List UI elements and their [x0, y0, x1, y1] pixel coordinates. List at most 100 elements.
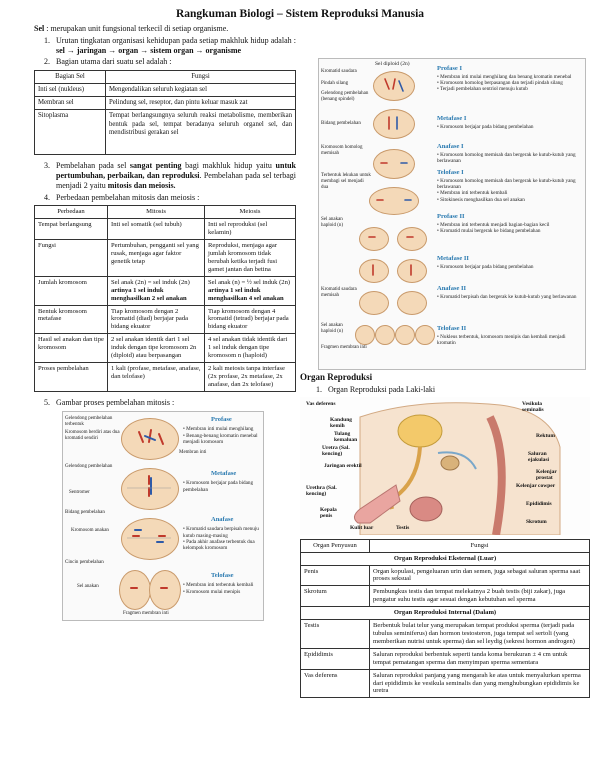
table-header: Fungsi	[369, 538, 590, 553]
table-row: Inti sel (nukleus) Mengendalikan seluruh…	[34, 83, 296, 98]
meiosis-cell-metaphase2-a	[359, 259, 389, 283]
table-cell: 2 kali meiosis tanpa interfase (2x profa…	[204, 361, 296, 392]
mitosis-phase-title: Anafase	[211, 516, 234, 524]
table-cell: Inti sel (nukleus)	[34, 83, 106, 98]
table-cell: Jumlah kromosom	[34, 275, 108, 306]
meiosis-cell-telophase1	[369, 187, 419, 215]
meiosis-phase-desc: • Nukleus terbentuk, kromosom menipis da…	[437, 334, 566, 347]
list-bold-text: untuk pertumbuhan, perbaikan, dan reprod…	[56, 161, 297, 181]
organ-label: Kepala penis	[320, 506, 337, 519]
mitosis-label: Cincin pembelahan	[65, 560, 104, 566]
meiosis-figure: Sel diploid (2n) Kromatid saudara Pindah…	[318, 58, 586, 370]
organ-label: Saluran ejakulasi	[528, 450, 550, 463]
organ-table: Organ Penyusun Fungsi Organ Reproduksi E…	[300, 538, 590, 699]
list-item: 1. Organ Reproduksi pada Laki-laki	[316, 385, 590, 395]
list-text: . Pembelahan pada sel terbagi menjadi 2 …	[56, 171, 297, 190]
table-header: Organ Penyusun	[300, 538, 370, 553]
meiosis-cell-telophase2-b	[375, 325, 395, 345]
meiosis-phase-title: Metafase II	[437, 255, 469, 262]
intro-text: : merupakan unit fungsional terkecil di …	[46, 24, 229, 33]
meiosis-phase-title: Telofase I	[437, 169, 464, 176]
list-text: bagi makhluk hidup yaitu	[185, 161, 272, 171]
table-cell: Pertumbuhan, pengganti sel yang rusak, m…	[107, 239, 205, 277]
meiosis-label: Pindah silang	[321, 81, 349, 86]
list-item: 5. Gambar proses pembelahan mitosis :	[44, 398, 296, 408]
mitosis-label: Membran inti	[179, 450, 207, 456]
table-cell: Inti sel reproduksi (sel kelamin)	[204, 218, 296, 241]
list-text: Organ Reproduksi pada Laki-laki	[328, 384, 436, 394]
table-cell: Tempat berlangsungnya seluruh reaksi met…	[105, 109, 296, 156]
meiosis-cell-telophase2-c	[395, 325, 415, 345]
meiosis-phase-desc: • Kromatid berpisah dan bergerak ke kutu…	[437, 294, 577, 300]
table-cell: Epididimis	[300, 647, 370, 670]
list-text: Urutan tingkatan organisasi kehidupan pa…	[56, 35, 296, 45]
mitosis-phase-desc: • Kromatid saudara berpisah menuju kutub…	[183, 526, 259, 552]
list-text: Perbedaan pembelahan mitosis dan meiosis…	[56, 192, 200, 202]
mitosis-phase-desc: • Membran inti mulai menghilang • Benang…	[183, 426, 258, 445]
reproductive-illustration	[354, 401, 561, 535]
table-row: Fungsi Pertumbuhan, pengganti sel yang r…	[34, 239, 296, 277]
table-cell: Sitoplasma	[34, 109, 106, 156]
list-text: Bagian utama dari suatu sel adalah :	[56, 57, 172, 67]
organ-label: Vesikula seminalis	[522, 400, 544, 413]
meiosis-label: Terbentuk lekukan untuk membagi sel menj…	[321, 173, 371, 190]
table-cell: 2 sel anakan identik dari 1 sel induk de…	[107, 333, 205, 363]
cell-parts-table: Bagian Sel Fungsi Inti sel (nukleus) Men…	[34, 69, 296, 156]
mitosis-label: Sel anakan	[77, 584, 99, 590]
list-number: 4.	[44, 192, 50, 202]
table-cell: Reproduksi, menjaga agar jumlah kromosom…	[204, 239, 296, 277]
mitosis-phase-desc: • Membran inti terbentuk kembali • Kromo…	[183, 582, 254, 595]
meiosis-phase-title: Anafase I	[437, 143, 464, 150]
organ-label: Vas deferens	[306, 400, 336, 407]
list-item: 1. Urutan tingkatan organisasi kehidupan…	[44, 36, 296, 56]
meiosis-phase-desc: • Membran inti mulai menghilang dan bena…	[437, 74, 572, 93]
table-header: Perbedaan	[34, 205, 108, 220]
cell-bold-text: artinya 1 sel induk menghasilkan 2 sel a…	[111, 286, 187, 302]
table-row: Proses pembelahan 1 kali (profase, metaf…	[34, 361, 296, 392]
table-row: Tempat berlangsung Inti sel somatik (sel…	[34, 218, 296, 241]
table-row: Epididimis Saluran reproduksi berbentuk …	[300, 647, 590, 670]
table-cell: Saluran reproduksi berbentuk seperti tan…	[369, 647, 590, 670]
table-header: Bagian Sel	[34, 69, 106, 85]
mitosis-phase-title: Metafase	[211, 470, 237, 478]
mitosis-figure: Gelendong pembelahan terbentuk Kromosom …	[62, 411, 264, 622]
table-cell: Tiap kromosom dengan 2 kromatid (diad) b…	[107, 304, 205, 335]
page-title: Rangkuman Biologi – Sistem Reproduksi Ma…	[175, 8, 425, 20]
table-row: Bentuk kromosom metafase Tiap kromosom d…	[34, 304, 296, 335]
organ-label: Kelenjar prostat	[536, 468, 557, 481]
meiosis-label: Kromatid saudara memisah	[321, 287, 357, 298]
table-header: Fungsi	[105, 69, 296, 85]
meiosis-top-label: Sel diploid (2n)	[375, 61, 410, 67]
table-cell: Organ kopulasi, pengeluaran urin dan sem…	[369, 564, 590, 587]
list-number: 1.	[44, 35, 50, 45]
meiosis-phase-desc: • Membran inti terbentuk menjadi bagian-…	[437, 222, 550, 235]
table-cell: Skrotum	[300, 585, 370, 608]
intro-paragraph: Sel : merupakan unit fungsional terkecil…	[34, 24, 296, 34]
organ-section: Organ Reproduksi 1. Organ Reproduksi pad…	[300, 370, 590, 699]
organ-label: Jaringan erektil	[324, 462, 362, 469]
list-number: 3.	[44, 161, 50, 171]
list-number: 5.	[44, 397, 50, 407]
mitosis-label: Gelendong pembelahan	[65, 464, 113, 470]
cell-text: Sel anak (n) = ½ sel induk (2n)	[208, 278, 291, 286]
table-cell: Membran sel	[34, 96, 106, 111]
mitosis-cell-telophase-b	[149, 570, 181, 611]
table-row: Sitoplasma Tempat berlangsungnya seluruh…	[34, 109, 296, 156]
table-row: Hasil sel anakan dan tipe kromosom 2 sel…	[34, 333, 296, 363]
table-cell: Sel anak (n) = ½ sel induk (2n) artinya …	[204, 275, 296, 306]
meiosis-phase-title: Profase I	[437, 65, 462, 72]
table-cell: Saluran reproduksi panjang yang mengarah…	[369, 668, 590, 699]
meiosis-cell-anaphase1	[373, 149, 415, 179]
table-row: Vas deferens Saluran reproduksi panjang …	[300, 668, 590, 699]
organ-label: Uretra (Sal. kencing)	[322, 444, 350, 457]
mitosis-phase-title: Telofase	[211, 572, 234, 580]
table-cell: Vas deferens	[300, 668, 370, 699]
meiosis-cell-metaphase1	[373, 109, 415, 139]
organ-label: Epididimis	[526, 500, 552, 507]
list-bold-text: mitosis dan meiosis.	[107, 180, 176, 190]
table-row: Membran sel Pelindung sel, reseptor, dan…	[34, 96, 296, 111]
mitosis-cell-anaphase	[121, 518, 179, 561]
list-number: 2.	[44, 57, 50, 67]
table-section-row: Organ Reproduksi Internal (Dalam)	[300, 606, 590, 621]
meiosis-label: Gelendong pembelahan (benang spindel)	[321, 91, 369, 102]
